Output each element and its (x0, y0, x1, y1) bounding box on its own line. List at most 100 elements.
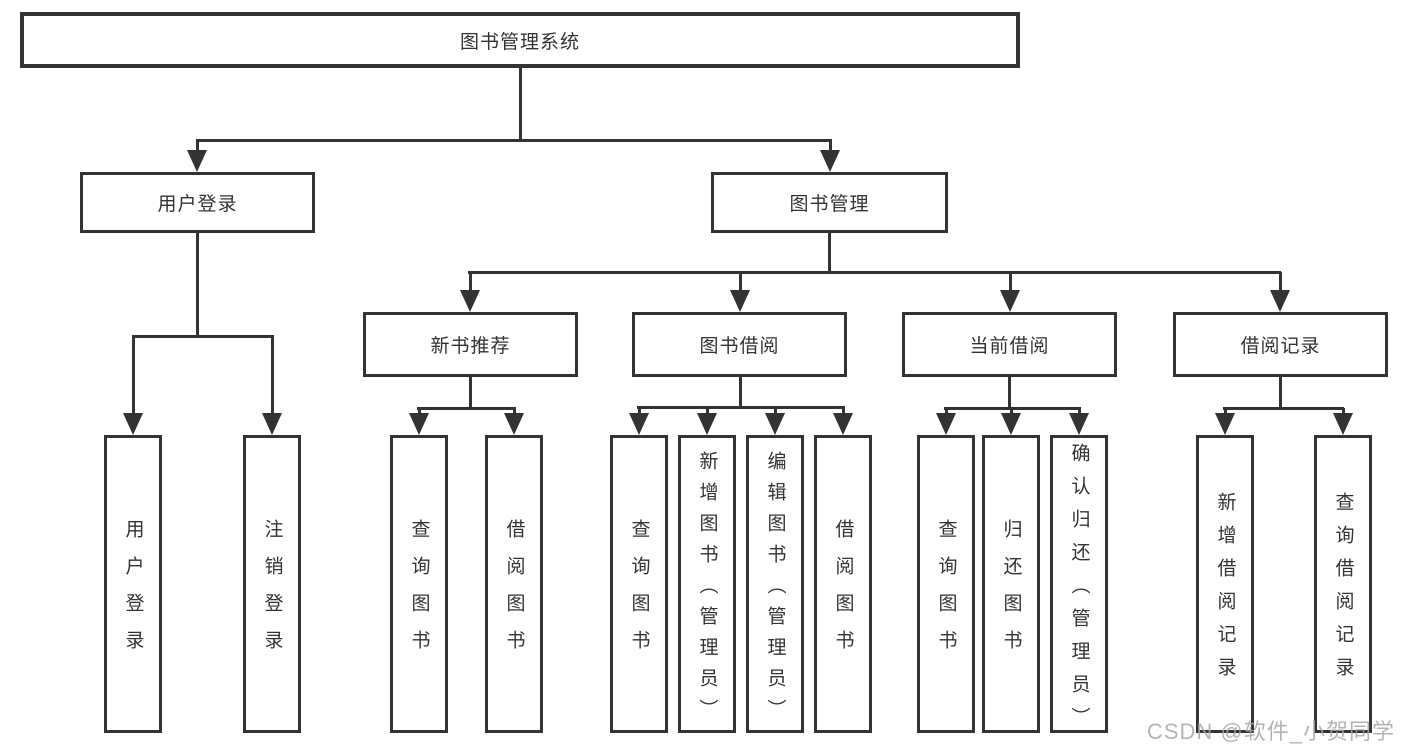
node-new-book-recommend: 新书推荐 (363, 312, 578, 377)
arrow-to-leaf-query-books-borrowing (629, 407, 649, 435)
arrow-head-icon (820, 150, 840, 172)
arrow-head-icon (1000, 290, 1020, 312)
arrow-head-icon (833, 413, 853, 435)
arrow-to-leaf-return-books (1001, 408, 1021, 435)
arrow-to-leaf-add-borrow-record (1215, 408, 1235, 435)
leaf-query-books-recommend-label: 查询图书 (408, 519, 430, 667)
leaf-user-login: 用户登录 (104, 435, 162, 733)
node-book-management: 图书管理 (711, 172, 948, 233)
leaf-query-books-borrowing-label: 查询图书 (628, 519, 650, 667)
leaf-confirm-return-admin: 确认归还（管理员） (1050, 435, 1108, 740)
arrow-to-book-borrowing (730, 272, 750, 312)
arrow-to-leaf-borrow-books-borrowing (833, 407, 853, 435)
arrow-shaft (944, 408, 948, 416)
node-current-borrowing: 当前借阅 (902, 312, 1117, 377)
arrow-head-icon (1270, 290, 1290, 312)
leaf-logout-label: 注销登录 (261, 519, 283, 667)
connector-recommend-trunk (469, 377, 472, 408)
node-book-borrowing: 图书借阅 (632, 312, 847, 377)
arrow-head-icon (504, 413, 524, 435)
leaf-user-login-label: 用户登录 (122, 519, 144, 667)
leaf-borrow-books-recommend: 借阅图书 (485, 435, 543, 733)
arrow-shaft (705, 407, 709, 416)
arrow-head-icon (262, 413, 282, 435)
leaf-add-book-admin: 新增图书（管理员） (678, 435, 736, 733)
node-user-login-label: 用户登录 (157, 194, 238, 215)
arrow-to-book-mgmt (820, 140, 840, 172)
leaf-logout: 注销登录 (243, 435, 301, 733)
connector-records-bus (1223, 407, 1344, 410)
connector-mgmt-trunk (828, 233, 831, 272)
leaf-add-borrow-record: 新增借阅记录 (1196, 435, 1254, 733)
arrow-shaft (1008, 272, 1012, 293)
node-book-borrowing-label: 图书借阅 (699, 336, 780, 357)
arrow-shaft (1341, 408, 1345, 416)
arrow-head-icon (697, 413, 717, 435)
arrow-to-leaf-edit-book (765, 407, 785, 435)
arrow-shaft (195, 140, 199, 153)
arrow-head-icon (1001, 413, 1021, 435)
leaf-query-books-recommend: 查询图书 (390, 435, 448, 733)
leaf-query-books-current: 查询图书 (917, 435, 975, 733)
arrow-shaft (270, 336, 274, 416)
connector-borrowing-bus (637, 406, 845, 409)
connector-root-trunk (519, 67, 522, 140)
arrow-to-user-login (187, 140, 207, 172)
arrow-shaft (468, 272, 472, 293)
arrow-shaft (1223, 408, 1227, 416)
arrow-to-leaf-confirm-return (1069, 408, 1089, 435)
arrow-shaft (637, 407, 641, 416)
leaf-query-books-current-label: 查询图书 (935, 519, 957, 667)
node-book-management-label: 图书管理 (789, 194, 870, 215)
connector-current-bus (944, 407, 1081, 410)
arrow-to-new-book-recommend (460, 272, 480, 312)
node-borrowing-records-label: 借阅记录 (1240, 336, 1321, 357)
arrow-shaft (841, 407, 845, 416)
arrow-shaft (773, 407, 777, 416)
leaf-confirm-return-admin-label: 确认归还（管理员） (1068, 442, 1090, 740)
connector-recommend-bus (417, 407, 516, 410)
arrow-head-icon (187, 150, 207, 172)
connector-current-trunk (1008, 377, 1011, 408)
arrow-to-borrowing-records (1270, 272, 1290, 312)
arrow-shaft (738, 272, 742, 293)
arrow-head-icon (629, 413, 649, 435)
leaf-borrow-books-borrowing: 借阅图书 (814, 435, 872, 733)
leaf-borrow-books-recommend-label: 借阅图书 (503, 519, 525, 667)
arrow-head-icon (730, 290, 750, 312)
arrow-to-leaf-query-books-recommend (409, 408, 429, 435)
connector-login-trunk (196, 233, 199, 336)
node-user-login: 用户登录 (80, 172, 315, 233)
node-new-book-recommend-label: 新书推荐 (430, 336, 511, 357)
node-current-borrowing-label: 当前借阅 (969, 336, 1050, 357)
connector-records-trunk (1279, 377, 1282, 408)
arrow-head-icon (765, 413, 785, 435)
leaf-borrow-books-borrowing-label: 借阅图书 (832, 519, 854, 667)
arrow-head-icon (1215, 413, 1235, 435)
leaf-edit-book-admin: 编辑图书（管理员） (746, 435, 804, 733)
arrow-head-icon (460, 290, 480, 312)
arrow-to-leaf-user-login (123, 336, 143, 435)
leaf-return-books: 归还图书 (982, 435, 1040, 733)
node-library-system: 图书管理系统 (20, 12, 1020, 68)
arrow-to-leaf-query-books-current (936, 408, 956, 435)
arrow-head-icon (409, 413, 429, 435)
arrow-head-icon (936, 413, 956, 435)
arrow-to-leaf-borrow-books-recommend (504, 408, 524, 435)
connector-borrowing-trunk (739, 377, 742, 407)
arrow-to-current-borrowing (1000, 272, 1020, 312)
arrow-shaft (1278, 272, 1282, 293)
leaf-add-borrow-record-label: 新增借阅记录 (1214, 492, 1236, 690)
arrow-shaft (131, 336, 135, 416)
arrow-to-leaf-add-book (697, 407, 717, 435)
node-borrowing-records: 借阅记录 (1173, 312, 1388, 377)
connector-mgmt-bus (468, 271, 1281, 274)
csdn-watermark: CSDN @软件_小贺同学 (1146, 719, 1395, 744)
node-library-system-label: 图书管理系统 (459, 31, 580, 53)
arrow-shaft (512, 408, 516, 416)
connector-login-bus (132, 335, 274, 338)
arrow-head-icon (123, 413, 143, 435)
leaf-query-books-borrowing: 查询图书 (610, 435, 668, 733)
leaf-add-book-admin-label: 新增图书（管理员） (696, 450, 718, 730)
